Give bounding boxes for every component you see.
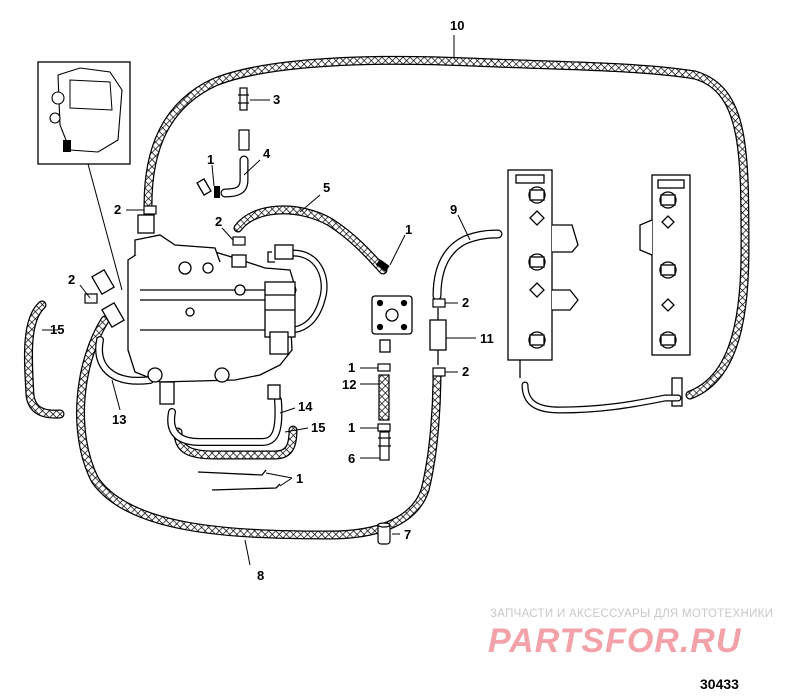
- rail-crossover-line: [521, 381, 682, 414]
- callout-11: 11: [480, 331, 494, 346]
- figure-number: 30433: [700, 676, 739, 692]
- hose-4: [220, 155, 249, 198]
- callout-2: 2: [114, 202, 121, 217]
- carburetor-assembly: [91, 178, 297, 405]
- clip: [214, 186, 390, 272]
- fuel-pump: [371, 295, 413, 353]
- hose-8: [76, 315, 442, 540]
- callout-1: 1: [405, 222, 412, 237]
- callout-1: 1: [296, 471, 303, 486]
- cable-ties: [197, 469, 281, 491]
- part-7: [377, 522, 391, 545]
- callout-15: 15: [50, 322, 64, 337]
- callout-7: 7: [404, 527, 411, 542]
- callout-14: 14: [298, 399, 313, 414]
- inset-detail: [37, 61, 131, 291]
- callout-4: 4: [263, 146, 271, 161]
- fuel-rail-left: [507, 169, 579, 378]
- callout-10: 10: [450, 18, 464, 33]
- callout-2: 2: [462, 364, 469, 379]
- leader-lines: [42, 35, 476, 566]
- callout-9: 9: [450, 202, 457, 217]
- fuel-filter-11: [429, 308, 447, 365]
- hose-5: [233, 205, 388, 275]
- hose-carb-return: [276, 249, 328, 334]
- callout-8: 8: [257, 568, 264, 583]
- callout-1: 1: [207, 152, 214, 167]
- hose-12: [378, 374, 390, 421]
- hose-14: [167, 396, 283, 446]
- fitting-6: [378, 431, 391, 461]
- callout-6: 6: [348, 451, 355, 466]
- callout-3: 3: [273, 92, 280, 107]
- sleeve: [238, 129, 250, 151]
- callout-1: 1: [348, 360, 355, 375]
- callout-2: 2: [68, 272, 75, 287]
- hose-9: [432, 229, 503, 301]
- hose-15-left: [23, 300, 65, 419]
- fitting-3: [238, 87, 249, 111]
- callout-labels: 10 3 1 4 2 5 2 1 9 2 15 2 11 1 2 12 13 1…: [50, 18, 494, 583]
- callout-1: 1: [348, 420, 355, 435]
- hose-15-lower: [173, 425, 298, 460]
- callout-2: 2: [462, 295, 469, 310]
- callout-5: 5: [323, 180, 330, 195]
- hose-13: [95, 336, 154, 385]
- watermark-logo: PARTSFOR.RU: [488, 622, 742, 660]
- callout-13: 13: [112, 412, 126, 427]
- hose-10: [143, 55, 750, 400]
- callout-12: 12: [342, 377, 356, 392]
- watermark-caption: ЗАПЧАСТИ И АКСЕССУАРЫ ДЛЯ МОТОТЕХНИКИ: [490, 608, 774, 620]
- callout-2: 2: [215, 214, 222, 229]
- fuel-rail-right: [639, 174, 691, 407]
- callout-15: 15: [311, 420, 325, 435]
